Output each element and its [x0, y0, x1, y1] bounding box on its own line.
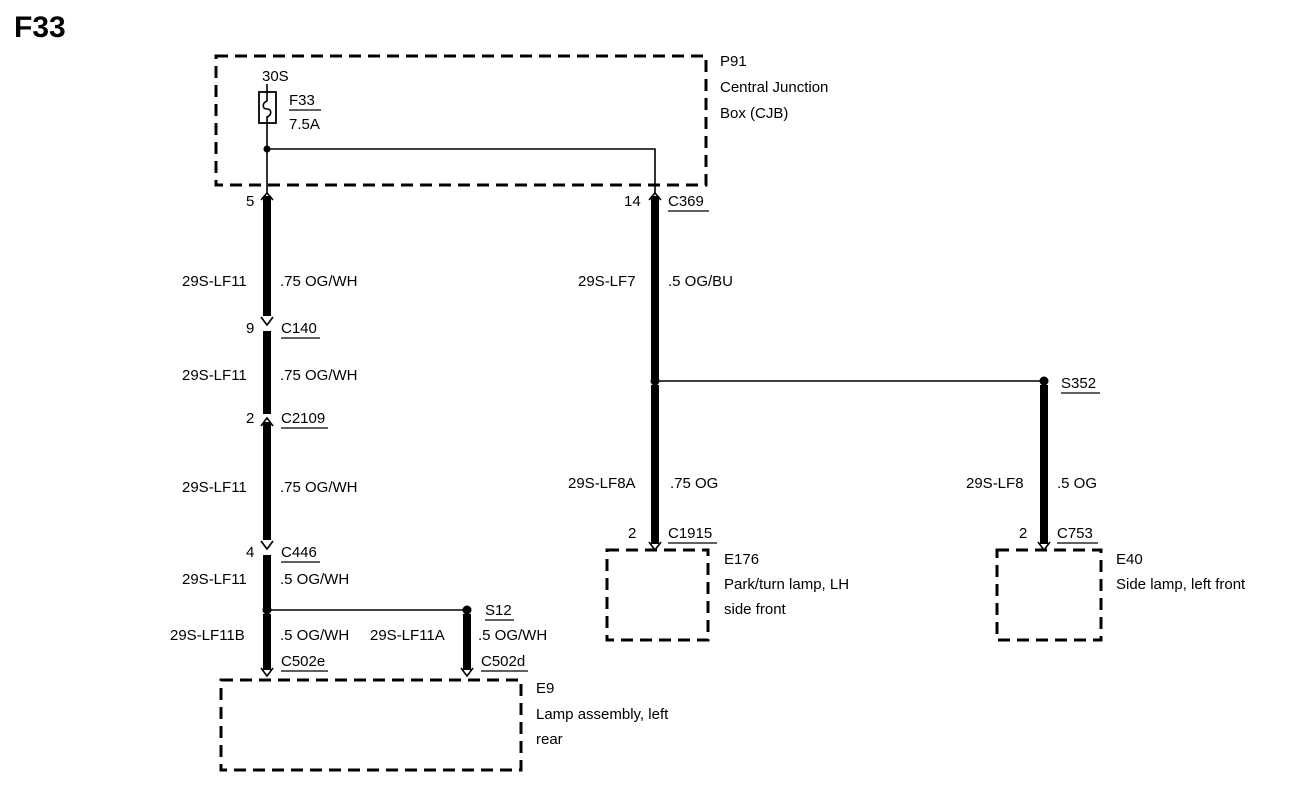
cjb-id: P91 [720, 53, 747, 70]
c753-pin: 2 [1019, 525, 1027, 542]
e176-id: E176 [724, 551, 759, 568]
e176-label-line1: Park/turn lamp, LH [724, 576, 849, 593]
fuse-id: F33 [289, 92, 315, 109]
e40-id: E40 [1116, 551, 1143, 568]
circuit-lf8a: 29S-LF8A [568, 475, 636, 492]
circuit-lf11-seg3: 29S-LF11 [182, 479, 247, 496]
c446-chevron-icon [260, 540, 274, 551]
circuit-lf11b: 29S-LF11B [170, 627, 245, 644]
c1915-pin: 2 [628, 525, 636, 542]
c753-name: C753 [1057, 525, 1093, 542]
c369-name: C369 [668, 193, 704, 210]
e40-label-line1: Side lamp, left front [1116, 576, 1246, 593]
circuit-lf8: 29S-LF8 [966, 475, 1024, 492]
circuit-lf11a: 29S-LF11A [370, 627, 445, 644]
circuit-lf11-seg2: 29S-LF11 [182, 367, 247, 384]
s12-name: S12 [485, 602, 512, 619]
fuse-rating: 7.5A [289, 116, 320, 133]
cjb-internal-wire-right [267, 148, 656, 194]
wire-lf11a: .5 OG/WH [478, 627, 547, 644]
supply-label: 30S [262, 68, 289, 85]
wire-lf8a: .75 OG [670, 475, 718, 492]
e9-component-box [219, 678, 523, 772]
cjb-label-line1: Central Junction [720, 79, 828, 96]
circuit-lf11-seg1: 29S-LF11 [182, 273, 247, 290]
c502e-chevron-icon [260, 667, 274, 678]
cjb-splice-dot [263, 145, 271, 153]
e40-component-box [995, 548, 1103, 642]
c502e-name: C502e [281, 653, 325, 670]
c446-pin: 4 [246, 544, 254, 561]
circuit-lf11-seg4: 29S-LF11 [182, 571, 247, 588]
wire-lf7: .5 OG/BU [668, 273, 733, 290]
fuse-element-icon [262, 92, 272, 123]
s352-splice-dot [1039, 376, 1049, 386]
wire-lf11-seg3: .75 OG/WH [280, 479, 358, 496]
c140-chevron-icon [260, 316, 274, 327]
e176-component-box [605, 548, 710, 642]
c502d-chevron-icon [460, 667, 474, 678]
e176-label-line2: side front [724, 601, 787, 618]
e9-id: E9 [536, 680, 554, 697]
wire-lf11-seg1: .75 OG/WH [280, 273, 358, 290]
cjb-label-line2: Box (CJB) [720, 105, 788, 122]
c140-pin: 9 [246, 320, 254, 337]
c2109-name: C2109 [281, 410, 325, 427]
e9-label-line1: Lamp assembly, left [536, 706, 669, 723]
e9-label-line2: rear [536, 731, 563, 748]
c1915-name: C1915 [668, 525, 712, 542]
pin-5: 5 [246, 193, 254, 210]
c2109-pin: 2 [246, 410, 254, 427]
wire-lf11b: .5 OG/WH [280, 627, 349, 644]
s12-splice-dot [462, 605, 472, 615]
circuit-lf7: 29S-LF7 [578, 273, 636, 290]
c140-name: C140 [281, 320, 317, 337]
wire-lf11-seg4: .5 OG/WH [280, 571, 349, 588]
wire-lf11-seg2: .75 OG/WH [280, 367, 358, 384]
pin-14: 14 [624, 193, 641, 210]
s352-name: S352 [1061, 375, 1096, 392]
c446-name: C446 [281, 544, 317, 561]
wire-lf8: .5 OG [1057, 475, 1097, 492]
c502d-name: C502d [481, 653, 525, 670]
diagram-title: F33 [14, 11, 66, 44]
cjb-box [214, 54, 708, 187]
